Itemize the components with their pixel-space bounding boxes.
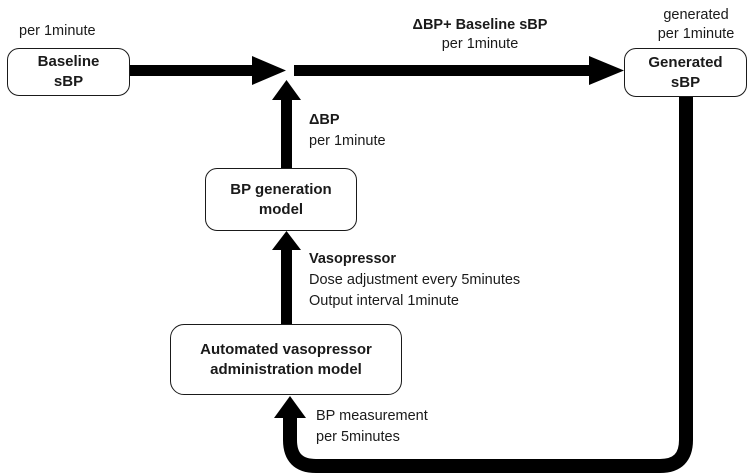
bp-generation-model-line2: model: [258, 200, 304, 218]
sum-rate: per 1minute: [441, 36, 519, 52]
baseline-sbp-line1: Baseline: [37, 53, 100, 70]
sum-label: ΔBP+ Baseline sBP per 1minute: [370, 16, 590, 54]
generated-sbp-line1: Generated: [648, 53, 723, 71]
vasopressor-output-line: Output interval 1minute: [309, 293, 459, 309]
vasopressor-title: Vasopressor: [309, 251, 397, 267]
bp-generation-model-line1: BP generation: [230, 180, 332, 198]
arrow-vaso-to-bpmodel: [272, 231, 301, 324]
generated-rate-line2: per 1minute: [657, 26, 735, 42]
arrow-baseline-to-junction: [129, 56, 286, 85]
bp-generation-model-box: BP generation model: [205, 168, 357, 231]
delta-bp-rate: per 1minute: [309, 133, 386, 149]
generated-sbp-line2: sBP: [670, 73, 701, 91]
generated-rate-label: generated per 1minute: [636, 6, 754, 44]
generated-rate-line1: generated: [663, 7, 729, 23]
baseline-sbp-box: Baseline sBP: [7, 48, 130, 96]
sum-title: ΔBP+ Baseline sBP: [412, 17, 548, 33]
delta-bp-label: ΔBP per 1minute: [309, 110, 386, 152]
vaso-model-line2: administration model: [210, 360, 362, 378]
generated-sbp-box: Generated sBP: [624, 48, 747, 97]
arrow-junction-to-generated: [294, 56, 624, 85]
baseline-sbp-line2: sBP: [53, 73, 84, 90]
automated-vasopressor-model-box: Automated vasopressor administration mod…: [170, 324, 402, 395]
arrow-bpmodel-to-junction: [272, 80, 301, 168]
arrow-feedback-loop: [274, 97, 693, 473]
vaso-model-line1: Automated vasopressor: [200, 340, 372, 358]
bp-measurement-line1: BP measurement: [316, 408, 428, 424]
baseline-rate-label: per 1minute: [19, 23, 96, 39]
bp-measurement-label: BP measurement per 5minutes: [316, 406, 428, 448]
bp-measurement-line2: per 5minutes: [316, 429, 400, 445]
delta-bp-title: ΔBP: [309, 112, 340, 128]
vasopressor-dose-line: Dose adjustment every 5minutes: [309, 272, 521, 288]
vasopressor-label: Vasopressor Dose adjustment every 5minut…: [309, 249, 520, 312]
